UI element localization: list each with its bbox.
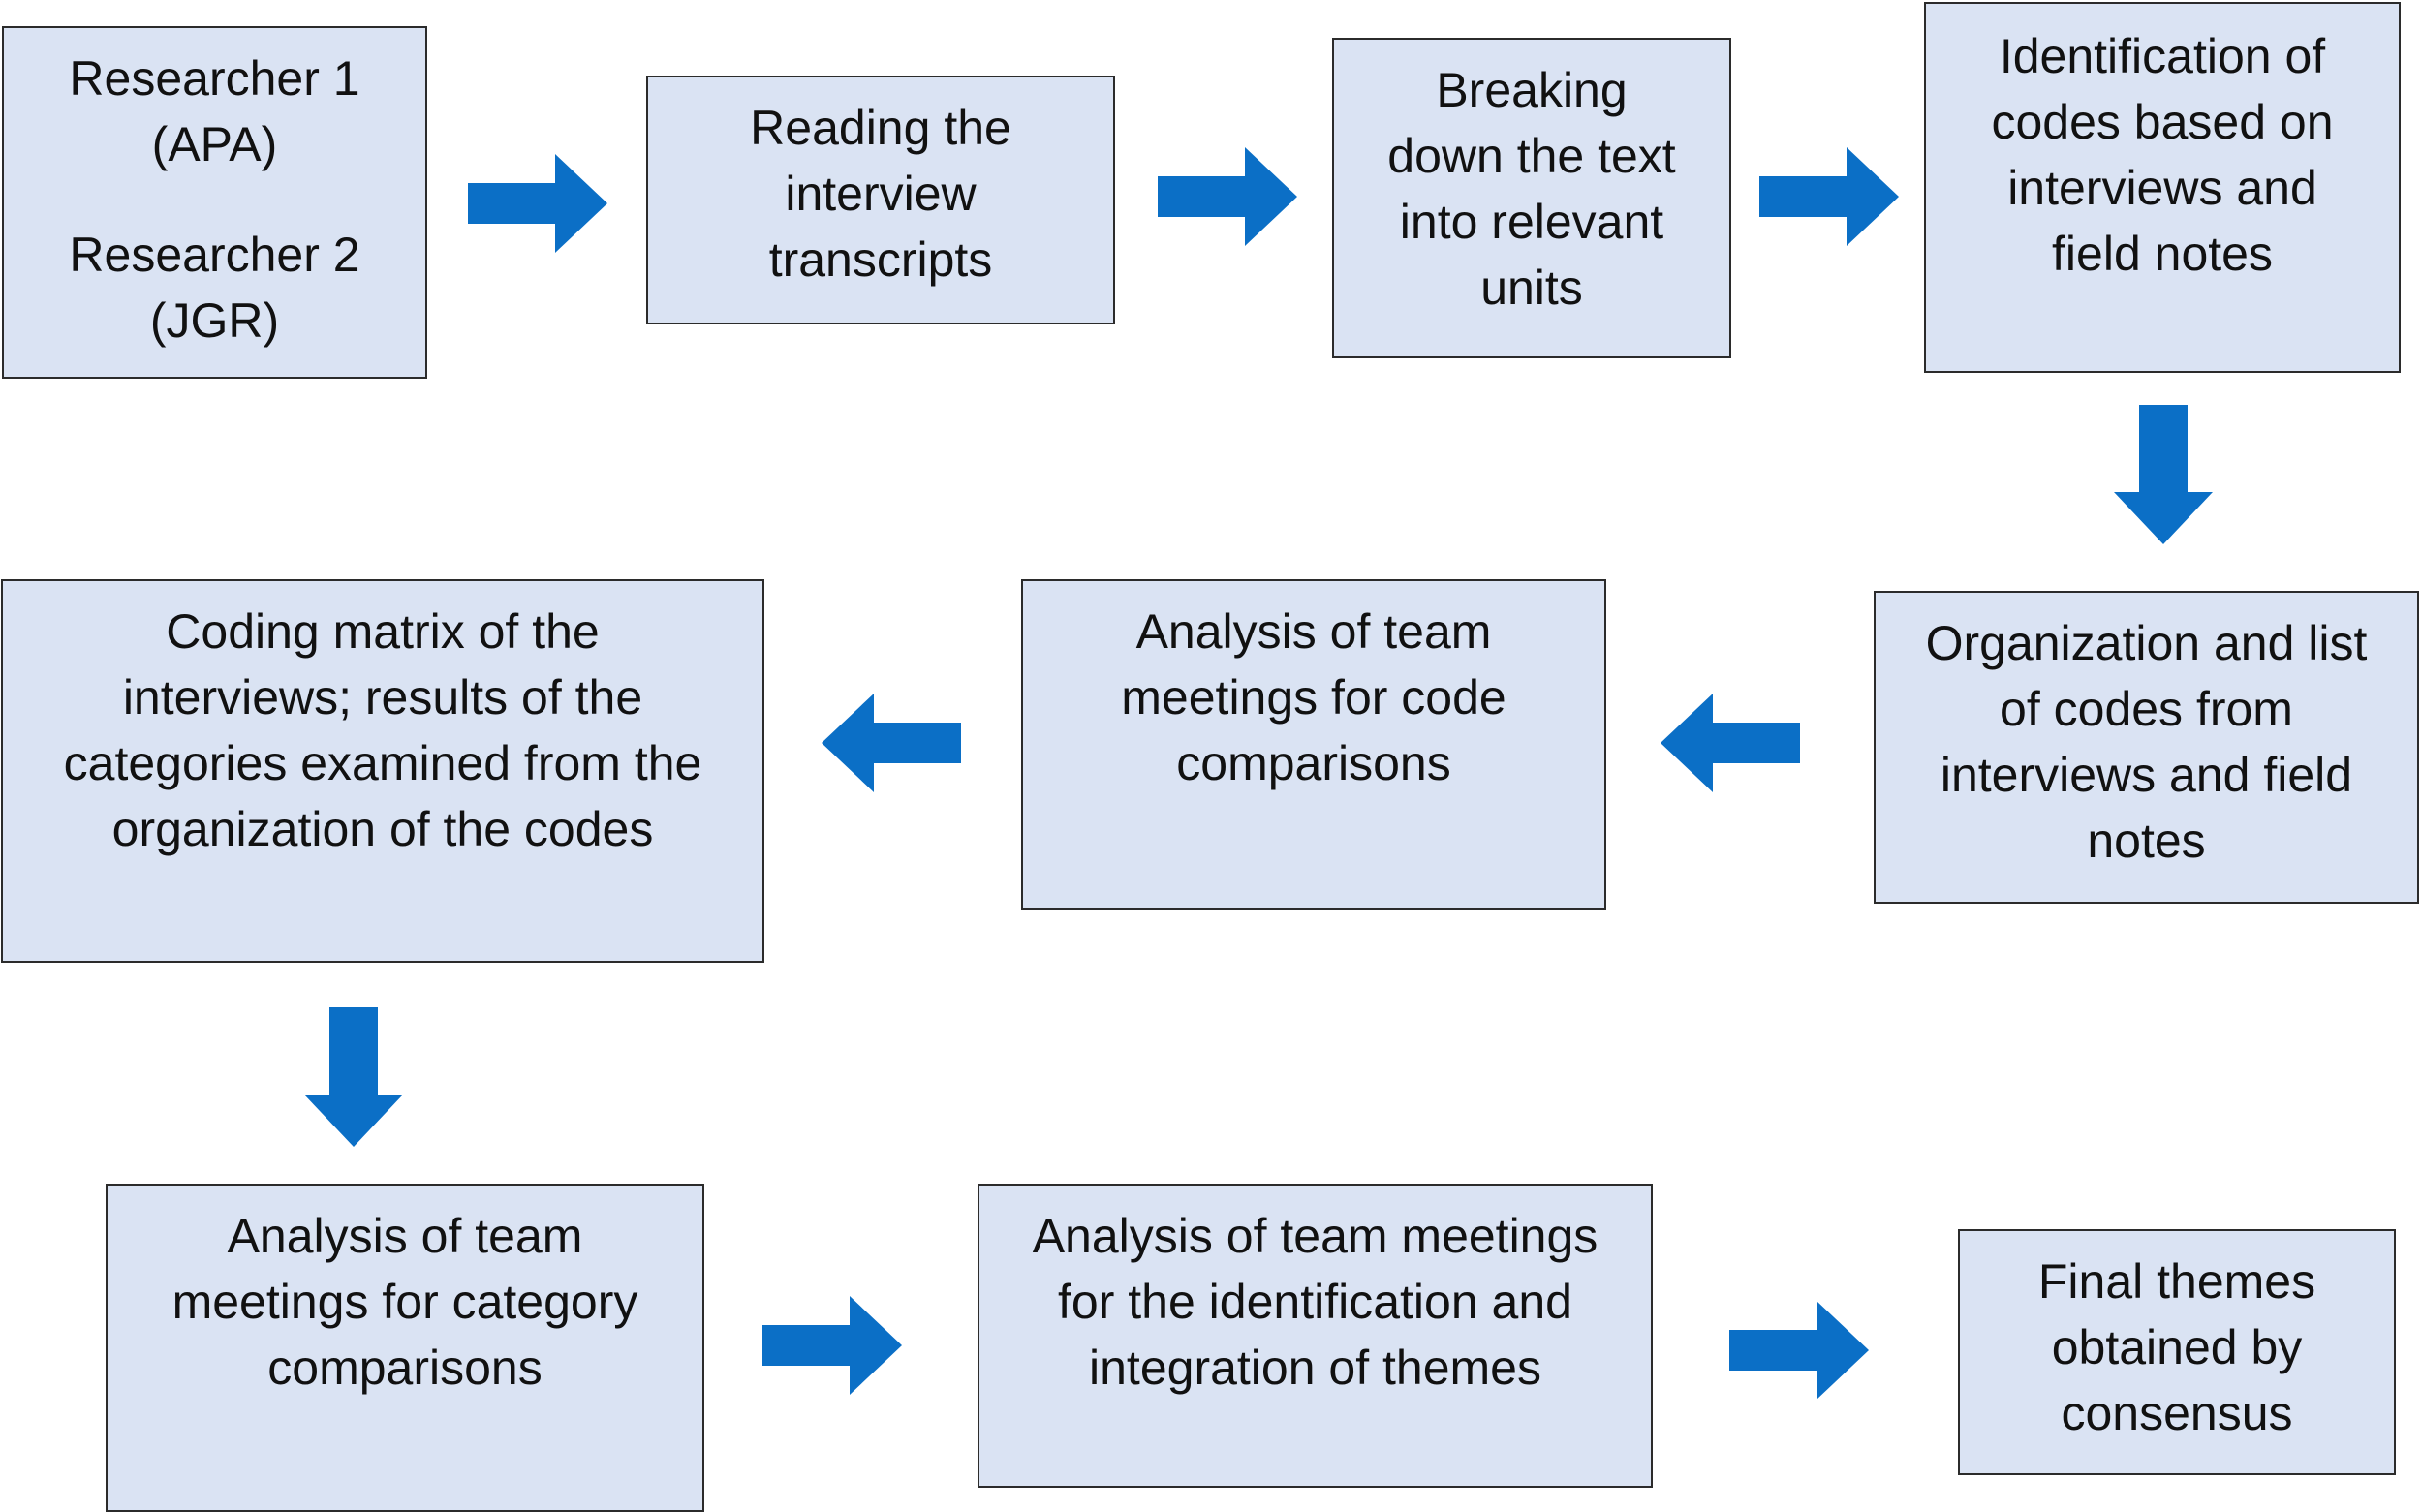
- breaking-down-text-box: Breaking down the text into relevant uni…: [1332, 38, 1731, 358]
- researcher-1-name: Researcher 1: [69, 51, 360, 106]
- step-line: Analysis of team meetings: [1032, 1209, 1599, 1263]
- code-comparison-meetings-box: Analysis of team meetings for code compa…: [1021, 579, 1606, 910]
- researcher-1-initials: (APA): [151, 117, 278, 171]
- arrow-down-icon: [2114, 405, 2213, 544]
- step-line: categories examined from the: [63, 736, 702, 790]
- step-line: codes based on: [1991, 95, 2334, 149]
- step-line: comparisons: [267, 1341, 543, 1395]
- step-line: of codes from: [2000, 682, 2293, 736]
- step-line: Analysis of team: [1135, 604, 1492, 659]
- step-line: Identification of: [1999, 29, 2326, 83]
- arrow-left-icon: [822, 694, 961, 792]
- researcher-2-name: Researcher 2: [69, 228, 360, 282]
- arrow-left-icon: [1661, 694, 1800, 792]
- step-line: into relevant: [1399, 195, 1664, 249]
- researchers-box: Researcher 1 (APA) Researcher 2 (JGR): [2, 26, 427, 379]
- coding-matrix-box: Coding matrix of the interviews; results…: [1, 579, 764, 963]
- step-line: for the identification and: [1058, 1275, 1572, 1329]
- step-line: consensus: [2061, 1386, 2293, 1440]
- reading-transcripts-box: Reading the interview transcripts: [646, 76, 1115, 324]
- step-line: integration of themes: [1089, 1341, 1541, 1395]
- step-line: Breaking: [1436, 63, 1628, 117]
- category-comparison-meetings-box: Analysis of team meetings for category c…: [106, 1184, 704, 1512]
- themes-integration-meetings-box: Analysis of team meetings for the identi…: [978, 1184, 1653, 1488]
- step-line: meetings for category: [171, 1275, 638, 1329]
- step-line: interviews; results of the: [122, 670, 643, 725]
- identification-of-codes-box: Identification of codes based on intervi…: [1924, 2, 2401, 373]
- step-line: interviews and: [2007, 161, 2317, 215]
- step-line: Analysis of team: [227, 1209, 583, 1263]
- organization-of-codes-box: Organization and list of codes from inte…: [1874, 591, 2419, 904]
- step-line: meetings for code: [1121, 670, 1506, 725]
- final-themes-box: Final themes obtained by consensus: [1958, 1229, 2396, 1475]
- researcher-2-initials: (JGR): [149, 293, 280, 348]
- arrow-right-icon: [1759, 147, 1899, 246]
- arrow-right-icon: [1158, 147, 1297, 246]
- arrow-right-icon: [1729, 1301, 1869, 1400]
- step-line: down the text: [1387, 129, 1676, 183]
- step-line: Organization and list: [1925, 616, 2368, 670]
- step-line: Reading the: [750, 101, 1011, 155]
- step-line: units: [1480, 261, 1583, 315]
- arrow-right-icon: [762, 1296, 902, 1395]
- arrow-down-icon: [304, 1007, 403, 1147]
- step-line: Final themes: [2037, 1254, 2316, 1309]
- step-line: notes: [2087, 814, 2206, 868]
- step-line: Coding matrix of the: [166, 604, 600, 659]
- step-line: obtained by: [2051, 1320, 2303, 1374]
- step-line: comparisons: [1176, 736, 1451, 790]
- step-line: organization of the codes: [111, 802, 654, 856]
- step-line: interview: [785, 167, 977, 221]
- step-line: transcripts: [768, 232, 993, 287]
- step-line: interviews and field: [1940, 748, 2353, 802]
- arrow-right-icon: [468, 154, 607, 253]
- step-line: field notes: [2052, 227, 2273, 281]
